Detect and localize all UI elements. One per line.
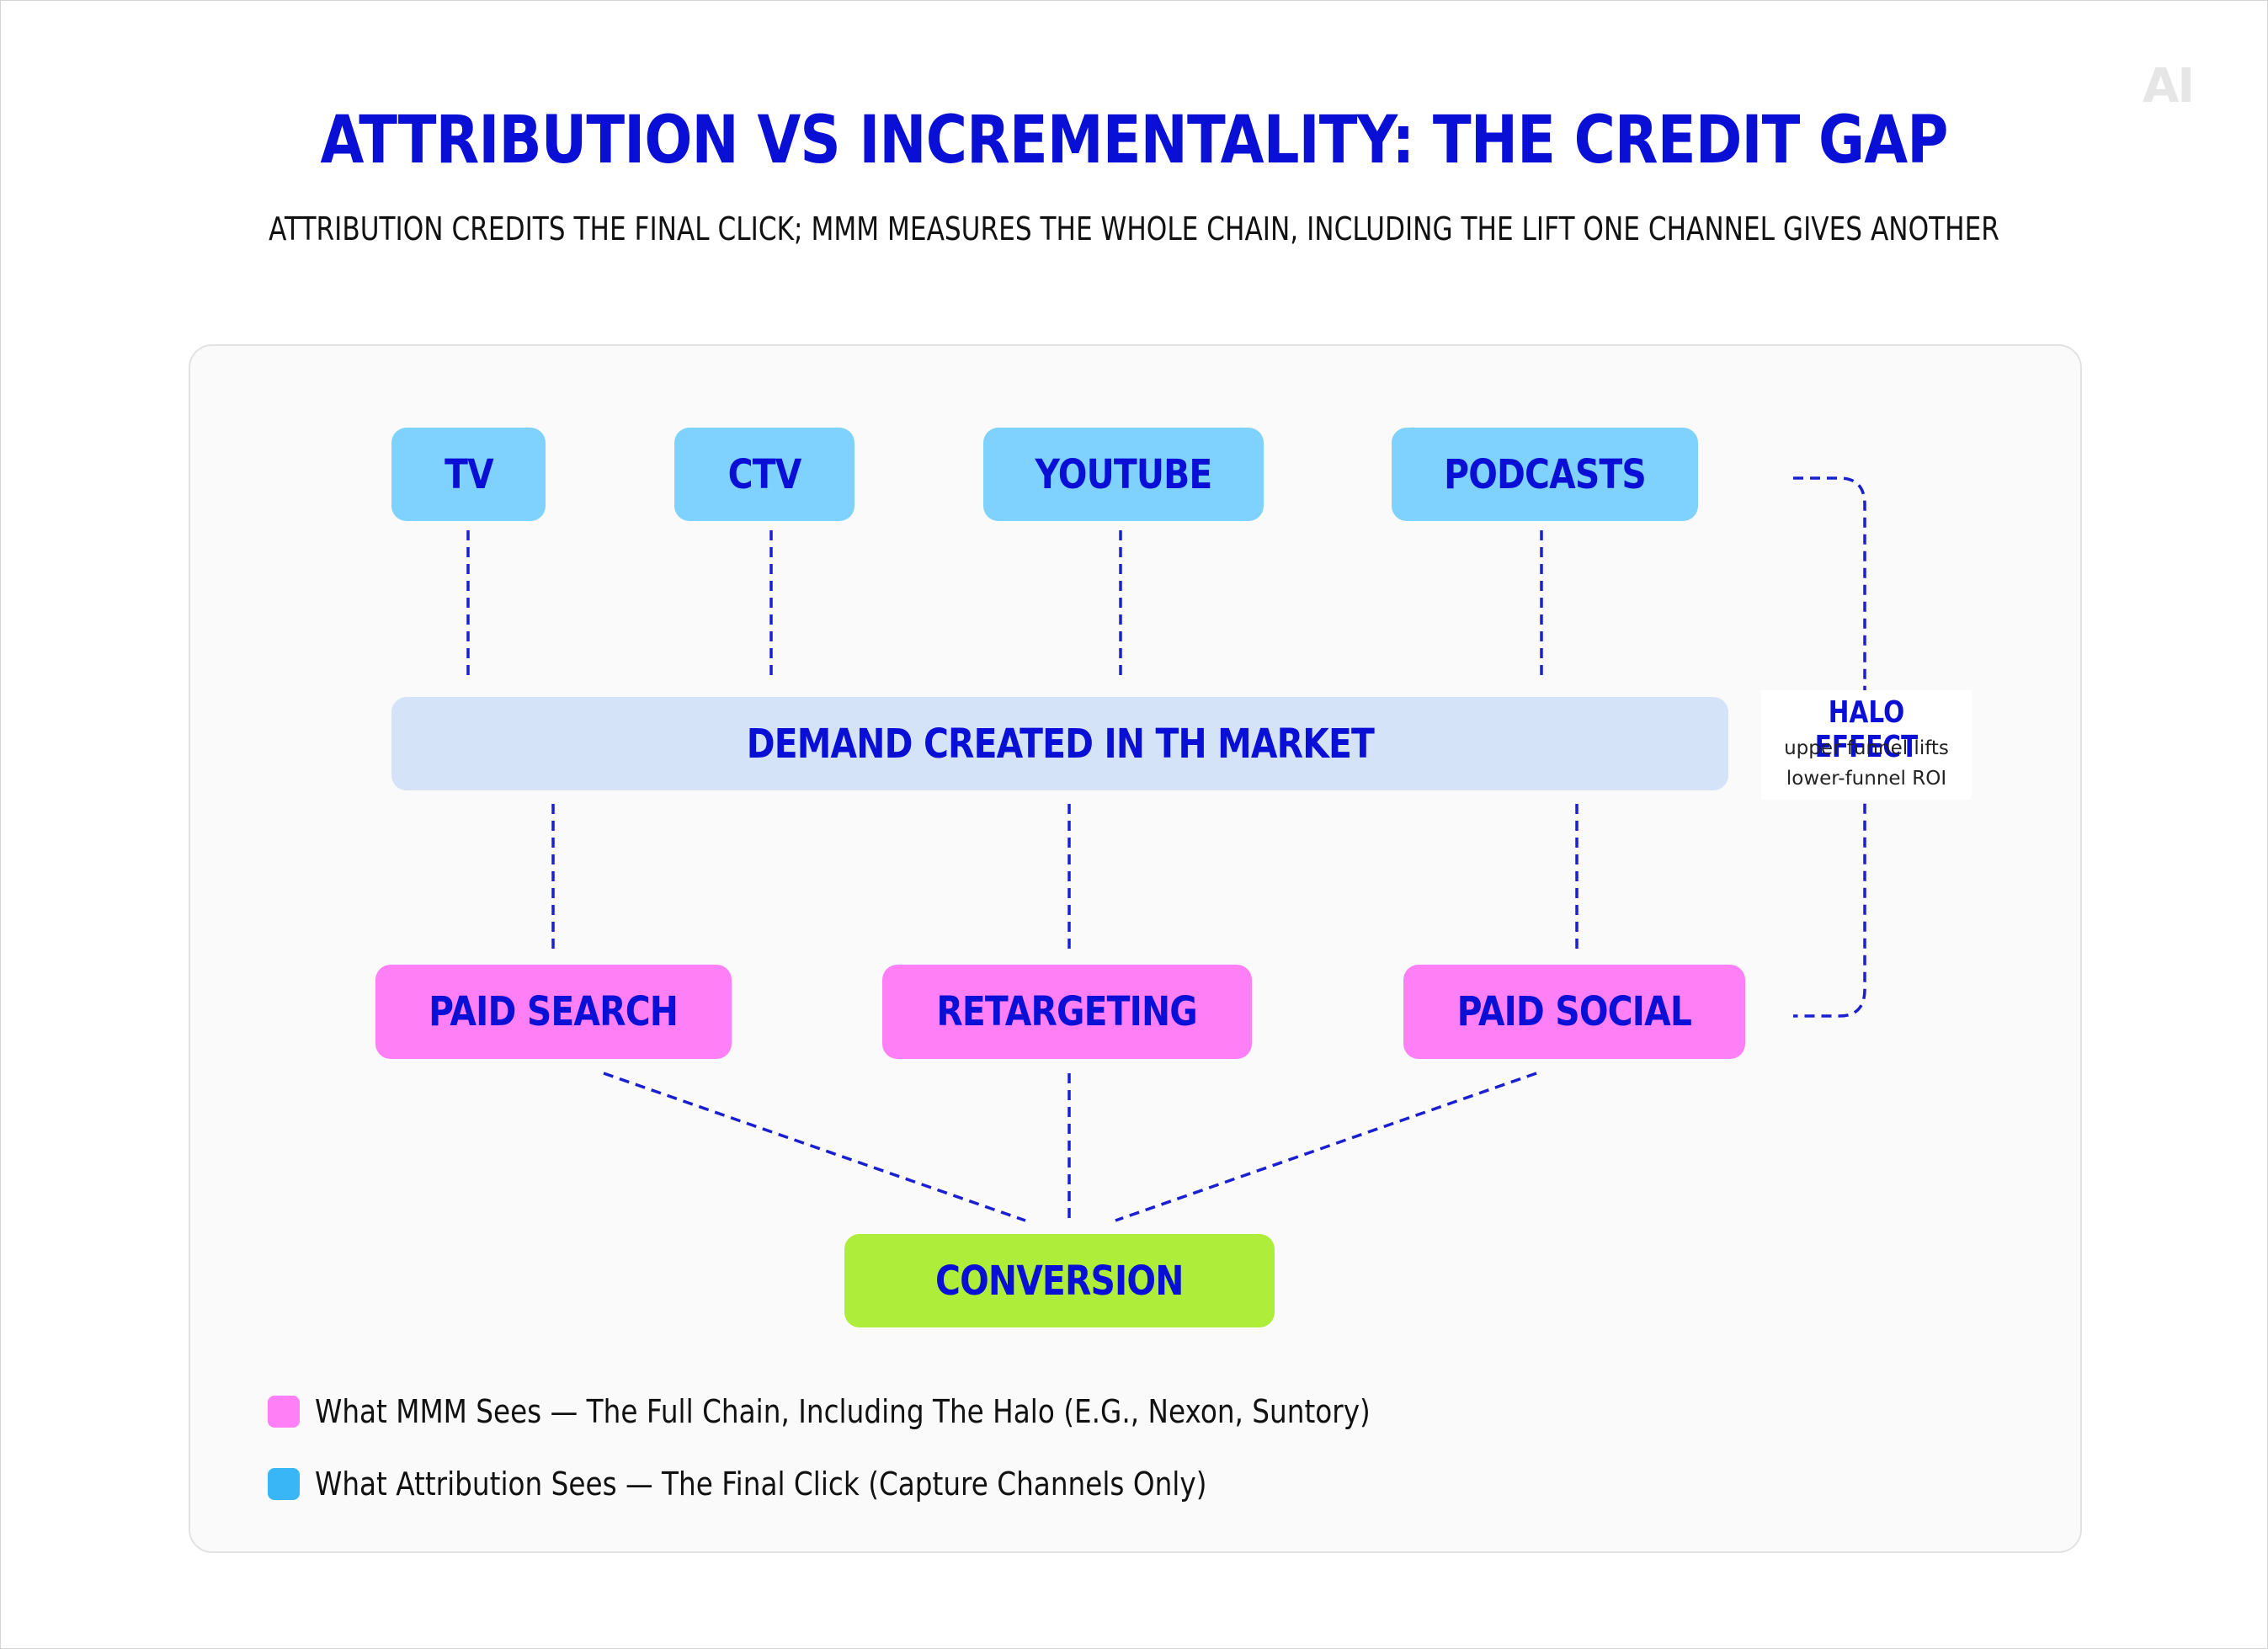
halo-line-1: upper funnel lifts xyxy=(1784,737,1949,759)
diagram-panel xyxy=(189,344,2082,1553)
node-tv: TV xyxy=(391,428,546,521)
node-conversion: CONVERSION xyxy=(844,1234,1275,1327)
node-ctv: CTV xyxy=(674,428,854,521)
node-youtube: YOUTUBE xyxy=(983,428,1264,521)
legend-item-attribution: What Attribution Sees — The Final Click … xyxy=(268,1465,1352,1503)
legend-swatch-attribution xyxy=(268,1468,300,1500)
halo-line-2: lower-funnel ROI xyxy=(1786,768,1947,790)
legend-label-attribution: What Attribution Sees — The Final Click … xyxy=(315,1465,1207,1503)
node-retargeting: RETARGETING xyxy=(882,965,1252,1059)
halo-label: HALO EFFECT upper funnel lifts lower-fun… xyxy=(1761,690,1972,800)
page-title: ATTRIBUTION VS INCREMENTALITY: THE CREDI… xyxy=(320,103,1948,178)
legend-item-mmm: What MMM Sees — The Full Chain, Includin… xyxy=(268,1393,1542,1430)
node-paid-social: PAID SOCIAL xyxy=(1403,965,1745,1059)
node-demand: DEMAND CREATED IN TH MARKET xyxy=(391,697,1728,790)
legend-label-mmm: What MMM Sees — The Full Chain, Includin… xyxy=(315,1393,1371,1430)
logo: AI xyxy=(2143,59,2195,114)
legend-swatch-mmm xyxy=(268,1396,300,1428)
halo-title: HALO EFFECT xyxy=(1814,695,1919,764)
node-paid-search: PAID SEARCH xyxy=(375,965,732,1059)
node-podcasts: PODCASTS xyxy=(1392,428,1698,521)
page-subtitle: ATTRIBUTION CREDITS THE FINAL CLICK; MMM… xyxy=(269,210,1999,247)
